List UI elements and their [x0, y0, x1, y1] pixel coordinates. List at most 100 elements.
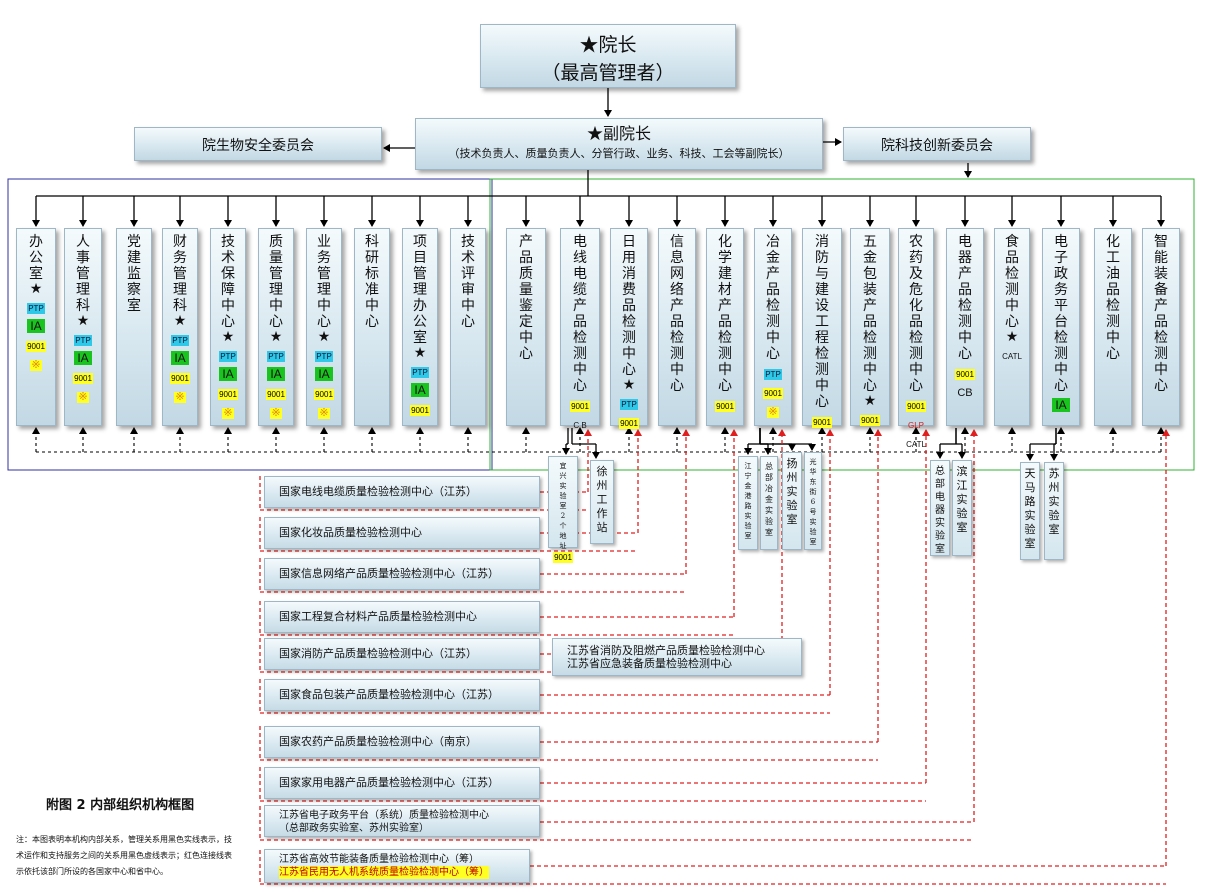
- department-name: 产品质量鉴定中心: [519, 234, 533, 362]
- national-center-name-2: （总部政务实验室、苏州实验室）: [279, 823, 429, 834]
- provincial-fire-center-line2: 江苏省应急装备质量检验检测中心: [567, 657, 732, 670]
- department-18: 五金包装产品检测中心★9001: [850, 228, 890, 426]
- department-name: 化工油品检测中心: [1106, 234, 1120, 362]
- department-name: 人事管理科: [76, 234, 90, 314]
- department-name: 办公室: [29, 234, 43, 282]
- cert-tag: 9001: [218, 389, 238, 400]
- testing-group-frame: [489, 178, 1195, 471]
- cert-tag: PTP: [219, 351, 237, 362]
- national-center-name: 江苏省电子政务平台（系统）质量检验检测中心: [279, 810, 489, 821]
- national-center-name: 国家化妆品质量检验检测中心: [279, 526, 422, 539]
- cert-tag: 9001: [266, 389, 286, 400]
- cert-tag: PTP: [267, 351, 285, 362]
- department-name: 财务管理科: [173, 234, 187, 314]
- star-icon: ★: [221, 329, 235, 345]
- department-name: 项目管理办公室: [413, 234, 427, 346]
- department-10: 技术评审中心: [450, 228, 486, 426]
- president-title: ★院长: [579, 34, 637, 56]
- sub-lab-name: 宜兴实验室2个地址: [559, 462, 567, 550]
- cert-tag: CB: [957, 387, 973, 399]
- star-icon: ★: [317, 329, 331, 345]
- department-name: 技术评审中心: [461, 234, 475, 330]
- cert-tag: IA: [74, 351, 92, 365]
- cert-tag: IA: [171, 351, 189, 365]
- national-center-name: 国家食品包装产品质量检验检测中心（江苏）: [279, 688, 499, 701]
- cert-tag: 9001: [553, 552, 573, 563]
- department-name: 信息网络产品检测中心: [670, 234, 684, 394]
- admin-group-frame: [7, 178, 493, 471]
- sub-lab-7: 总部电器实验室: [930, 460, 950, 556]
- figure-title: 附图 2 内部组织机构框图: [46, 798, 195, 813]
- department-8: 科研标准中心: [354, 228, 390, 426]
- department-name: 冶金产品检测中心: [766, 234, 780, 362]
- cert-tag: 9001: [763, 388, 783, 399]
- national-center-8: 国家家用电器产品质量检验检测中心（江苏）: [264, 767, 540, 799]
- department-name: 五金包装产品检测中心: [863, 234, 877, 394]
- sub-lab-10: 苏州实验室: [1044, 462, 1064, 560]
- sub-lab-3: 江宁金港路实验室: [738, 456, 758, 550]
- cert-tag: ※: [318, 407, 330, 419]
- cert-tag: 9001: [170, 373, 190, 384]
- cert-tag: PTP: [315, 351, 333, 362]
- national-center-1: 国家电线电缆质量检验检测中心（江苏）: [264, 476, 540, 508]
- vice-president-title: ★副院长: [586, 124, 651, 143]
- cert-tag: 9001: [314, 389, 334, 400]
- cert-tag: 9001: [619, 418, 639, 429]
- sub-lab-name: 苏州实验室: [1048, 467, 1060, 536]
- national-center-name: 国家工程复合材料产品质量检验检测中心: [279, 610, 477, 623]
- national-center-5: 国家消防产品质量检验检测中心（江苏）: [264, 638, 540, 670]
- department-name: 智能装备产品检测中心: [1154, 234, 1168, 394]
- cert-tag: IA: [411, 383, 429, 397]
- cert-tag: IA: [267, 367, 285, 381]
- innovation-committee-label: 院科技创新委员会: [881, 138, 993, 154]
- cert-tag: ※: [270, 407, 282, 419]
- cert-tag: GLP: [907, 421, 924, 430]
- department-14: 信息网络产品检测中心: [658, 228, 696, 426]
- cert-tag: CATL: [906, 440, 926, 449]
- national-center-name: 江苏省高效节能装备质量检验检测中心（筹）: [279, 854, 479, 865]
- cert-tag: ※: [77, 391, 89, 403]
- department-name: 科研标准中心: [365, 234, 379, 330]
- national-center-name: 国家信息网络产品质量检验检测中心（江苏）: [279, 567, 499, 580]
- cert-tag: ※: [174, 391, 186, 403]
- national-center-7: 国家农药产品质量检验检测中心（南京）: [264, 726, 540, 758]
- cert-tag: ※: [222, 407, 234, 419]
- department-name: 技术保障中心: [221, 234, 235, 330]
- cert-tag: PTP: [620, 399, 638, 410]
- cert-tag: 9001: [26, 341, 46, 352]
- national-center-name: 国家家用电器产品质量检验检测中心（江苏）: [279, 776, 499, 789]
- national-center-4: 国家工程复合材料产品质量检验检测中心: [264, 601, 540, 633]
- cert-tag: 9001: [410, 405, 430, 416]
- star-icon: ★: [76, 313, 90, 329]
- department-11: 产品质量鉴定中心: [506, 228, 546, 426]
- sub-lab-2: 徐州工作站: [590, 460, 614, 544]
- cert-tag: 9001: [860, 415, 880, 426]
- department-name: 电线电缆产品检测中心: [573, 234, 587, 394]
- department-24: 智能装备产品检测中心: [1142, 228, 1180, 426]
- sub-lab-name: 徐州工作站: [596, 465, 608, 534]
- cert-tag: IA: [1052, 398, 1070, 412]
- sub-lab-name: 总部电器实验室: [935, 466, 945, 555]
- president-subtitle: （最高管理者）: [541, 62, 675, 84]
- cert-tag: 9001: [570, 401, 590, 412]
- cert-tag: CATL: [1002, 352, 1022, 361]
- innovation-committee-box: 院科技创新委员会: [843, 127, 1031, 161]
- cert-tag: 9001: [906, 401, 926, 412]
- department-name: 质量管理中心: [269, 234, 283, 330]
- provincial-fire-center-line1: 江苏省消防及阻燃产品质量检验检测中心: [567, 644, 765, 657]
- department-name: 农药及危化品检测中心: [909, 234, 923, 394]
- department-3: 党建监察室: [116, 228, 152, 426]
- star-icon: ★: [269, 329, 283, 345]
- sub-lab-9: 天马路实验室: [1020, 462, 1040, 560]
- star-icon: ★: [29, 281, 43, 297]
